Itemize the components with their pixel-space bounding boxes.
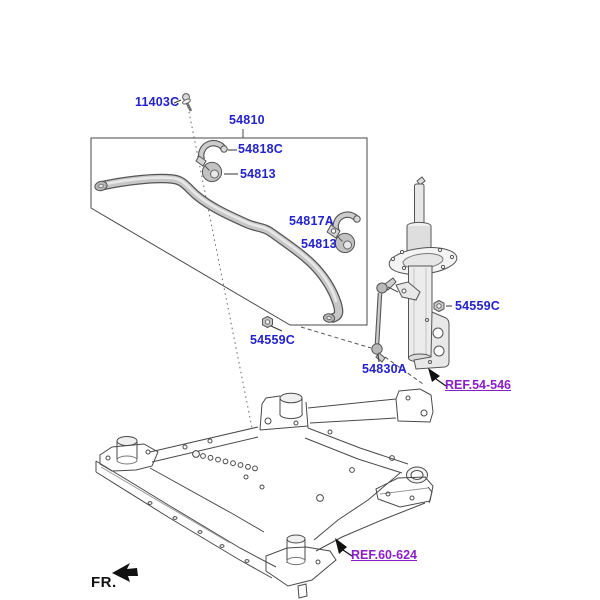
part-enclosure-box: [90, 129, 368, 326]
leader-dashed-bar-to-link: [300, 326, 372, 349]
bushing-54813-upper: [201, 161, 238, 183]
part-label-54559C-right: 54559C: [455, 299, 500, 313]
ref-link-54-546[interactable]: REF.54-546: [445, 378, 512, 392]
part-label-54559C-left: 54559C: [250, 333, 295, 347]
bushing-54813-lower: [331, 232, 356, 254]
bracket-54818C: [195, 139, 237, 167]
part-label-11403C: 11403C: [135, 95, 180, 109]
leader-dashed-link-to-strut: [384, 356, 424, 385]
part-label-54813-upper: 54813: [240, 167, 276, 181]
ref-54-546-arrow: [428, 368, 447, 387]
fr-arrow-icon: [112, 563, 138, 582]
strut-assembly: [388, 176, 458, 370]
subframe-crossmember: [95, 388, 434, 599]
part-label-54817A: 54817A: [289, 214, 334, 228]
bolt-11403C: [173, 93, 193, 112]
ref-link-60-624[interactable]: REF.60-624: [351, 548, 418, 562]
part-label-54813-lower: 54813: [301, 237, 337, 251]
fr-direction-label: FR.: [91, 574, 117, 591]
bracket-54817A: [326, 211, 361, 239]
nut-54559C-right: [433, 299, 452, 313]
part-label-54830A: 54830A: [362, 362, 407, 376]
part-label-54810: 54810: [229, 113, 265, 127]
ref-60-624-arrow: [335, 538, 353, 557]
stabilizer-bar: [94, 173, 344, 323]
part-label-54818C: 54818C: [238, 142, 283, 156]
nut-54559C-left: [262, 315, 283, 332]
stabilizer-link-54830A: [371, 277, 399, 363]
